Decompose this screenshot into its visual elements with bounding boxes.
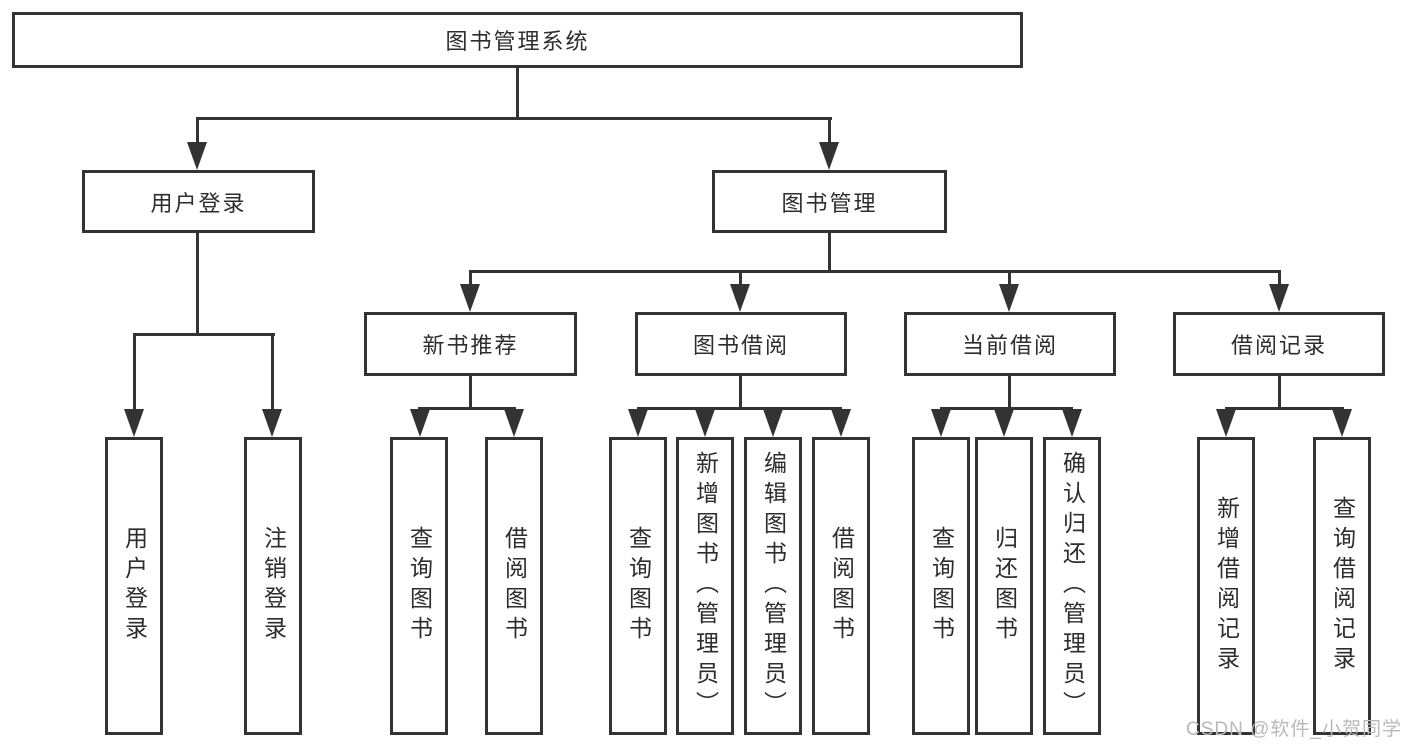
node-new-book-recommend: 新书推荐 bbox=[364, 312, 577, 376]
arrowhead-newbook bbox=[460, 284, 480, 312]
leaf-query-book-current-label: 查询图书 bbox=[928, 526, 955, 646]
arrowhead-newbook-leaf1 bbox=[410, 409, 430, 437]
arrowhead-borrow bbox=[730, 284, 750, 312]
node-current-borrow: 当前借阅 bbox=[904, 312, 1116, 376]
connector-leaf-login-stub bbox=[133, 333, 136, 413]
leaf-edit-book-admin-label: 编辑图书（管理员） bbox=[760, 451, 787, 721]
leaf-borrow-book: 借阅图书 bbox=[812, 437, 870, 735]
csdn-watermark: CSDN @软件_小贺同学 bbox=[1186, 719, 1402, 740]
connector-root-down bbox=[516, 68, 519, 120]
arrowhead-current bbox=[999, 284, 1019, 312]
node-current-borrow-label: 当前借阅 bbox=[961, 333, 1058, 358]
leaf-query-book-current: 查询图书 bbox=[912, 437, 970, 735]
leaf-logout-label: 注销登录 bbox=[260, 526, 287, 646]
connector-book-mgmt-stub bbox=[828, 117, 831, 147]
node-book-borrow: 图书借阅 bbox=[635, 312, 847, 376]
connector-records-split bbox=[1225, 407, 1344, 410]
arrowhead-borrow-leaf2 bbox=[695, 409, 715, 437]
connector-newbook-stub bbox=[469, 270, 472, 290]
node-book-management-label: 图书管理 bbox=[781, 190, 878, 216]
leaf-confirm-return-admin: 确认归还（管理员） bbox=[1043, 437, 1101, 735]
connector-user-login-split bbox=[133, 333, 275, 336]
arrowhead-user-login bbox=[187, 142, 207, 170]
connector-current-stub bbox=[1008, 270, 1011, 290]
arrowhead-newbook-leaf2 bbox=[504, 409, 524, 437]
arrowhead-borrow-leaf1 bbox=[628, 409, 648, 437]
leaf-add-borrow-record: 新增借阅记录 bbox=[1197, 437, 1255, 735]
arrowhead-current-leaf2 bbox=[994, 409, 1014, 437]
leaf-query-book-recommend: 查询图书 bbox=[390, 437, 448, 735]
leaf-logout: 注销登录 bbox=[244, 437, 302, 735]
leaf-user-login: 用户登录 bbox=[105, 437, 163, 735]
leaf-query-book-borrow: 查询图书 bbox=[609, 437, 667, 735]
arrowhead-current-leaf3 bbox=[1062, 409, 1082, 437]
leaf-query-book-recommend-label: 查询图书 bbox=[406, 526, 433, 646]
connector-borrow-stub bbox=[739, 270, 742, 290]
connector-newbook-split bbox=[418, 407, 516, 410]
arrowhead-leaf-logout bbox=[262, 409, 282, 437]
node-root: 图书管理系统 bbox=[12, 12, 1023, 68]
leaf-add-book-admin: 新增图书（管理员） bbox=[676, 437, 734, 735]
leaf-return-book: 归还图书 bbox=[975, 437, 1033, 735]
arrowhead-records-leaf1 bbox=[1216, 409, 1236, 437]
arrowhead-book-mgmt bbox=[819, 142, 839, 170]
arrowhead-records-leaf2 bbox=[1332, 409, 1352, 437]
connector-user-login-down bbox=[196, 233, 199, 336]
node-new-book-recommend-label: 新书推荐 bbox=[422, 333, 519, 358]
connector-newbook-down bbox=[469, 376, 472, 410]
node-user-login: 用户登录 bbox=[82, 170, 315, 233]
node-user-login-label: 用户登录 bbox=[150, 190, 247, 216]
connector-user-login-stub bbox=[196, 117, 199, 147]
leaf-user-login-label: 用户登录 bbox=[121, 526, 148, 646]
connector-records-down bbox=[1278, 376, 1281, 410]
connector-records-stub bbox=[1278, 270, 1281, 290]
connector-level2-split bbox=[196, 117, 832, 120]
leaf-query-borrow-record: 查询借阅记录 bbox=[1313, 437, 1371, 735]
leaf-add-book-admin-label: 新增图书（管理员） bbox=[692, 451, 719, 721]
leaf-confirm-return-admin-label: 确认归还（管理员） bbox=[1059, 451, 1086, 721]
leaf-borrow-book-label: 借阅图书 bbox=[828, 526, 855, 646]
connector-borrow-down bbox=[739, 376, 742, 410]
node-book-borrow-label: 图书借阅 bbox=[692, 333, 789, 358]
connector-borrow-split bbox=[637, 407, 842, 410]
leaf-edit-book-admin: 编辑图书（管理员） bbox=[744, 437, 802, 735]
arrowhead-leaf-login bbox=[124, 409, 144, 437]
leaf-borrow-book-recommend-label: 借阅图书 bbox=[501, 526, 528, 646]
arrowhead-current-leaf1 bbox=[931, 409, 951, 437]
node-book-management: 图书管理 bbox=[712, 170, 947, 233]
connector-leaf-logout-stub bbox=[271, 333, 274, 413]
node-borrow-records: 借阅记录 bbox=[1173, 312, 1385, 376]
arrowhead-borrow-leaf3 bbox=[763, 409, 783, 437]
connector-current-split bbox=[940, 407, 1073, 410]
leaf-add-borrow-record-label: 新增借阅记录 bbox=[1213, 496, 1240, 676]
node-root-label: 图书管理系统 bbox=[445, 29, 590, 54]
leaf-query-book-borrow-label: 查询图书 bbox=[625, 526, 652, 646]
node-borrow-records-label: 借阅记录 bbox=[1230, 333, 1327, 358]
arrowhead-records bbox=[1269, 284, 1289, 312]
leaf-query-borrow-record-label: 查询借阅记录 bbox=[1329, 496, 1356, 676]
leaf-borrow-book-recommend: 借阅图书 bbox=[485, 437, 543, 735]
connector-level3-split bbox=[469, 270, 1281, 273]
arrowhead-borrow-leaf4 bbox=[831, 409, 851, 437]
connector-current-down bbox=[1008, 376, 1011, 410]
leaf-return-book-label: 归还图书 bbox=[991, 526, 1018, 646]
connector-book-mgmt-down bbox=[828, 233, 831, 273]
